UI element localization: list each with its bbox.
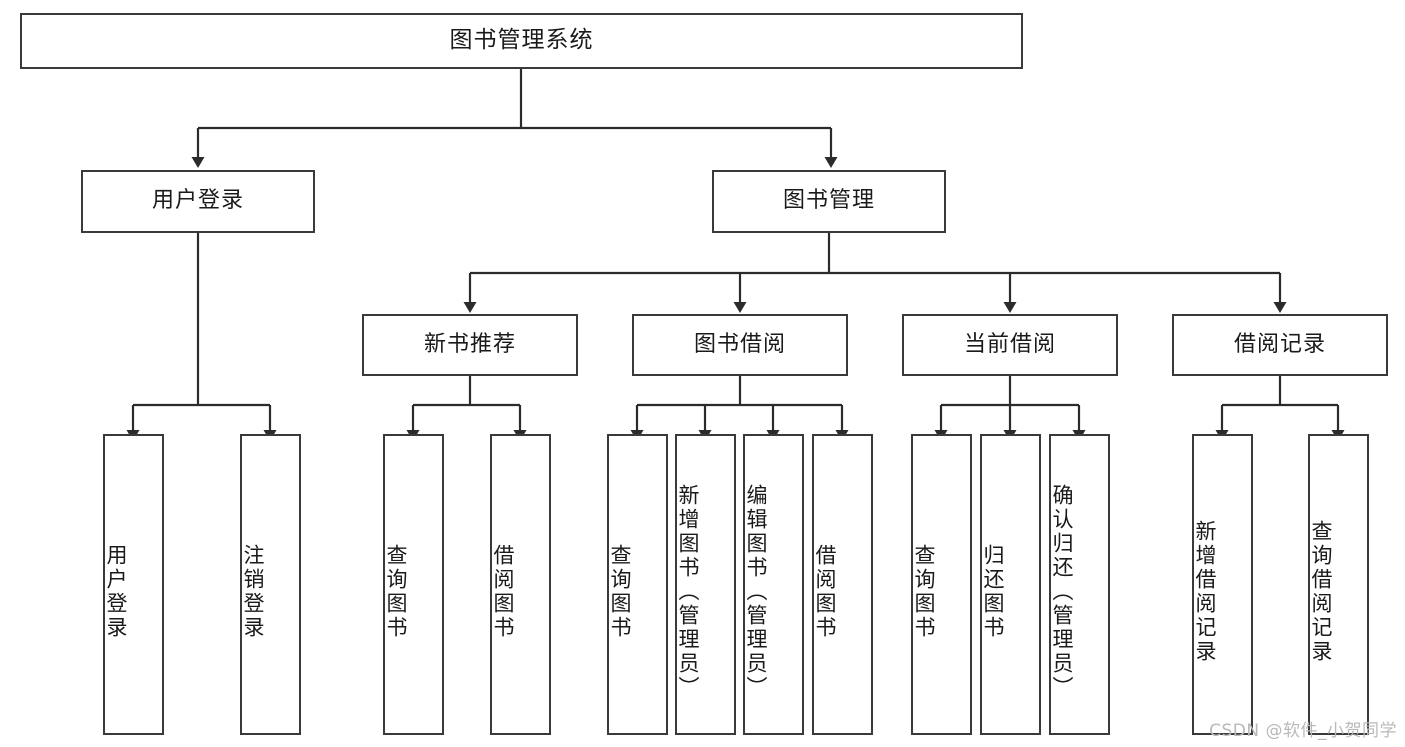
node-label: 新增借阅记录 (1193, 519, 1218, 664)
node-label: 查询图书 (384, 543, 409, 640)
node-label: 当前借阅 (963, 331, 1056, 357)
node-current-borrow[interactable]: 当前借阅 (902, 314, 1118, 376)
leaf-book-borrow-add-book-admin[interactable]: 新增图书（管理员） (675, 434, 736, 735)
leaf-book-borrow-query-book[interactable]: 查询图书 (607, 434, 668, 735)
node-book-borrow[interactable]: 图书借阅 (632, 314, 848, 376)
leaf-current-borrow-return-book[interactable]: 归还图书 (980, 434, 1041, 735)
node-label: 借阅图书 (813, 543, 838, 640)
node-label: 归还图书 (981, 543, 1006, 640)
leaf-new-book-borrow-book[interactable]: 借阅图书 (490, 434, 551, 735)
node-new-book-recommend[interactable]: 新书推荐 (362, 314, 578, 376)
leaf-new-book-query-book[interactable]: 查询图书 (383, 434, 444, 735)
leaf-book-borrow-edit-book-admin[interactable]: 编辑图书（管理员） (743, 434, 804, 735)
node-label: 确认归还（管理员） (1050, 483, 1075, 700)
node-borrow-record[interactable]: 借阅记录 (1172, 314, 1388, 376)
node-label: 图书借阅 (693, 331, 786, 357)
leaf-book-borrow-borrow-book[interactable]: 借阅图书 (812, 434, 873, 735)
node-label: 用户登录 (104, 543, 129, 640)
node-label: 新书推荐 (423, 331, 516, 357)
node-label: 用户登录 (151, 188, 244, 214)
node-label: 新增图书（管理员） (676, 483, 701, 700)
leaf-current-borrow-query-book[interactable]: 查询图书 (911, 434, 972, 735)
node-label: 查询图书 (912, 543, 937, 640)
node-book-management[interactable]: 图书管理 (712, 170, 946, 233)
node-label: 图书管理系统 (449, 27, 594, 54)
csdn-watermark: CSDN @软件_小贺同学 (1209, 721, 1397, 741)
leaf-user-login-login[interactable]: 用户登录 (103, 434, 164, 735)
node-user-login[interactable]: 用户登录 (81, 170, 315, 233)
node-label: 查询图书 (608, 543, 633, 640)
node-root-book-management-system[interactable]: 图书管理系统 (20, 13, 1023, 69)
node-label: 编辑图书（管理员） (744, 483, 769, 700)
leaf-borrow-record-add-record[interactable]: 新增借阅记录 (1192, 434, 1253, 735)
node-label: 注销登录 (241, 543, 266, 640)
node-label: 查询借阅记录 (1309, 519, 1334, 664)
node-label: 借阅记录 (1233, 331, 1326, 357)
leaf-user-login-logout[interactable]: 注销登录 (240, 434, 301, 735)
node-label: 借阅图书 (491, 543, 516, 640)
node-label: 图书管理 (782, 188, 875, 214)
leaf-current-borrow-confirm-return-admin[interactable]: 确认归还（管理员） (1049, 434, 1110, 735)
leaf-borrow-record-query-record[interactable]: 查询借阅记录 (1308, 434, 1369, 735)
